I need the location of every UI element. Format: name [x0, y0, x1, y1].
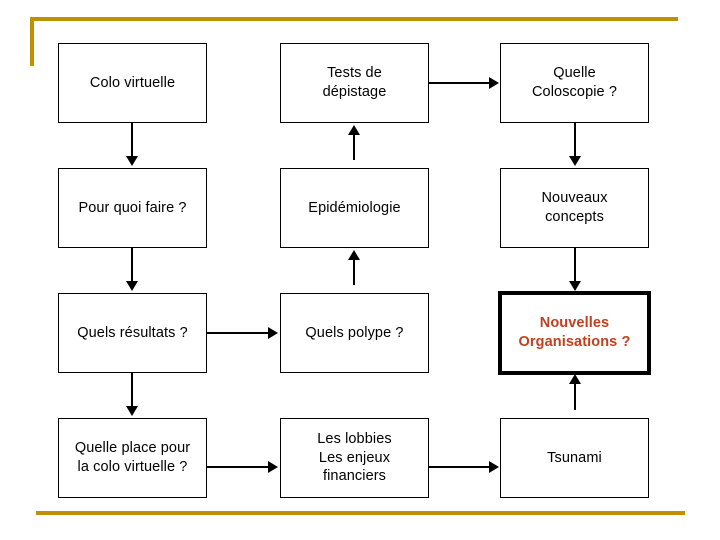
connector-les-lobbies-to-tsunami-line: [428, 466, 490, 468]
connector-quelle-coloscopie-to-nouveaux-concepts-arrowhead: [569, 156, 581, 166]
connector-quelle-place-to-les-lobbies-arrowhead: [268, 461, 278, 473]
connector-tests-de-depistage-to-quelle-coloscopie-arrowhead: [489, 77, 499, 89]
accent-rule-left: [30, 17, 34, 66]
node-pour-quoi-faire[interactable]: Pour quoi faire ?: [58, 168, 207, 248]
connector-tsunami-to-nouvelles-organisations-arrowhead: [569, 374, 581, 384]
node-nouvelles-organisations[interactable]: Nouvelles Organisations ?: [498, 291, 651, 375]
node-tests-de-depistage-label: Tests de dépistage: [322, 65, 387, 100]
node-les-lobbies[interactable]: Les lobbies Les enjeux financiers: [280, 418, 429, 498]
node-colo-virtuelle[interactable]: Colo virtuelle: [58, 43, 207, 123]
connector-les-lobbies-to-tsunami-arrowhead: [489, 461, 499, 473]
accent-rule-top: [30, 17, 678, 21]
node-quels-polype[interactable]: Quels polype ?: [280, 293, 429, 373]
node-quels-polype-label: Quels polype ?: [305, 324, 404, 341]
node-tsunami-label: Tsunami: [547, 449, 602, 466]
connector-quels-resultats-to-quels-polype-arrowhead: [268, 327, 278, 339]
connector-colo-virtuelle-to-pour-quoi-faire-line: [131, 123, 133, 158]
node-les-lobbies-label: Les lobbies Les enjeux financiers: [317, 430, 392, 485]
connector-epidemiologie-to-tests-de-depistage-arrowhead: [348, 125, 360, 135]
node-nouveaux-concepts-label: Nouveaux concepts: [541, 190, 608, 225]
connector-colo-virtuelle-to-pour-quoi-faire-arrowhead: [126, 156, 138, 166]
node-nouvelles-organisations-label: Nouvelles Organisations ?: [518, 315, 631, 350]
node-quelle-coloscopie-label: Quelle Coloscopie ?: [531, 65, 618, 100]
connector-tests-de-depistage-to-quelle-coloscopie-line: [428, 82, 490, 84]
connector-nouveaux-concepts-to-nouvelles-organisations-line: [574, 248, 576, 283]
connector-quelle-coloscopie-to-nouveaux-concepts-line: [574, 123, 576, 158]
accent-rule-bottom: [36, 511, 685, 515]
node-tests-de-depistage[interactable]: Tests de dépistage: [280, 43, 429, 123]
node-epidemiologie-label: Epidémiologie: [308, 199, 401, 216]
connector-pour-quoi-faire-to-quels-resultats-line: [131, 248, 133, 283]
node-quels-resultats[interactable]: Quels résultats ?: [58, 293, 207, 373]
connector-quels-resultats-to-quelle-place-line: [131, 373, 133, 408]
connector-quelle-place-to-les-lobbies-line: [207, 466, 270, 468]
node-tsunami[interactable]: Tsunami: [500, 418, 649, 498]
connector-quels-polype-to-epidemiologie-line: [353, 252, 355, 285]
node-epidemiologie[interactable]: Epidémiologie: [280, 168, 429, 248]
node-quels-resultats-label: Quels résultats ?: [77, 324, 188, 341]
node-colo-virtuelle-label: Colo virtuelle: [89, 74, 176, 91]
node-quelle-place[interactable]: Quelle place pour la colo virtuelle ?: [58, 418, 207, 498]
node-quelle-coloscopie[interactable]: Quelle Coloscopie ?: [500, 43, 649, 123]
connector-nouveaux-concepts-to-nouvelles-organisations-arrowhead: [569, 281, 581, 291]
connector-quels-resultats-to-quelle-place-arrowhead: [126, 406, 138, 416]
connector-quels-resultats-to-quels-polype-line: [207, 332, 270, 334]
connector-quels-polype-to-epidemiologie-arrowhead: [348, 250, 360, 260]
node-pour-quoi-faire-label: Pour quoi faire ?: [78, 199, 187, 216]
node-nouveaux-concepts[interactable]: Nouveaux concepts: [500, 168, 649, 248]
connector-pour-quoi-faire-to-quels-resultats-arrowhead: [126, 281, 138, 291]
connector-epidemiologie-to-tests-de-depistage-line: [353, 127, 355, 160]
node-quelle-place-label: Quelle place pour la colo virtuelle ?: [74, 440, 191, 475]
connector-tsunami-to-nouvelles-organisations-line: [574, 377, 576, 410]
